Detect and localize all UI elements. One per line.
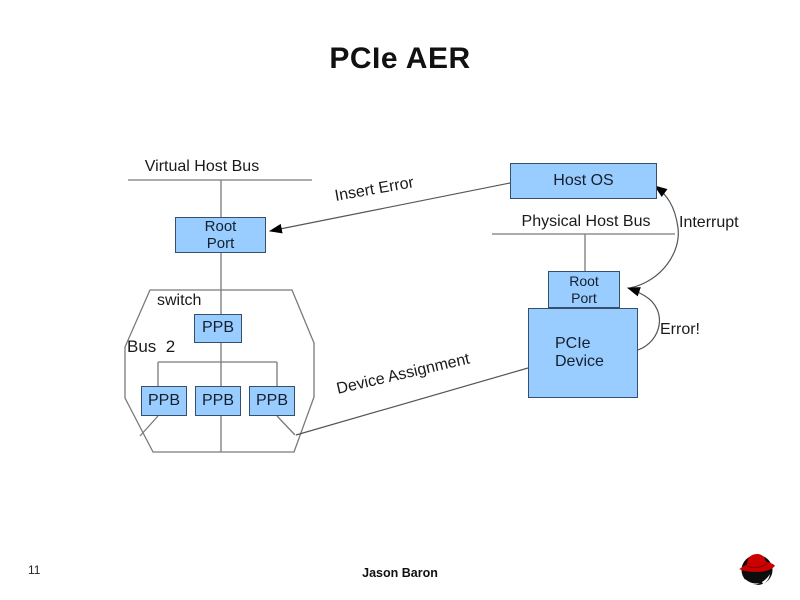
bus-2-label: Bus 2	[127, 337, 176, 356]
device-assignment-line	[295, 367, 529, 436]
interrupt-label: Interrupt	[679, 214, 739, 231]
switch-octagon	[124, 289, 315, 453]
switch-label: switch	[157, 292, 202, 309]
pcie-device-box: PCIe Device	[528, 308, 638, 398]
author-name: Jason Baron	[362, 566, 438, 580]
virtual-host-bus-label: Virtual Host Bus	[144, 158, 260, 175]
physical-host-bus-label: Physical Host Bus	[521, 213, 651, 230]
error-label: Error!	[660, 321, 700, 338]
slide-title: PCIe AER	[329, 42, 471, 75]
top-ppb-box: PPB	[194, 314, 242, 343]
insert-error-arrow	[268, 182, 511, 234]
page-number: 11	[28, 563, 41, 577]
ppb-right-diag-line	[276, 415, 296, 436]
error-arrow	[626, 287, 660, 351]
ppb-mid-box: PPB	[195, 386, 241, 416]
ppb-right-box: PPB	[249, 386, 295, 416]
root-port-left-box: Root Port	[175, 217, 266, 253]
interrupt-arrow	[629, 185, 679, 289]
ppb-left-box: PPB	[141, 386, 187, 416]
redhat-logo-icon	[739, 554, 776, 585]
root-port-right-box: Root Port	[548, 271, 620, 308]
host-os-box: Host OS	[510, 163, 657, 199]
